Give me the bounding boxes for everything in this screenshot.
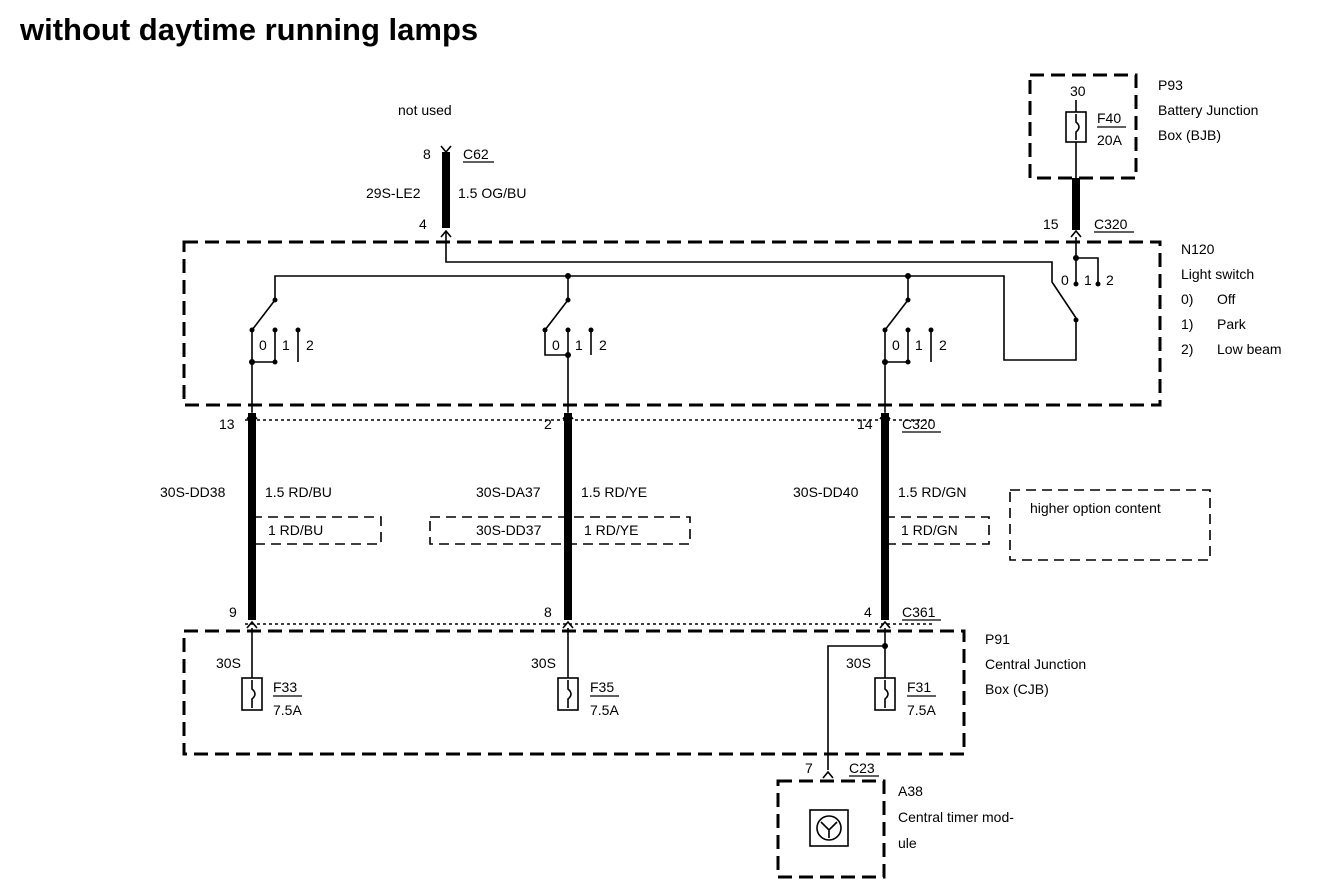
cjb-name-line1: Central Junction <box>985 656 1086 672</box>
switch-contact-1: 0 1 2 <box>249 297 314 412</box>
col2-alt-wire: 1 RD/YE <box>584 522 638 538</box>
c62-connector-label: C62 <box>463 146 489 162</box>
c361-pin-col3: 4 <box>864 604 872 620</box>
page-title: without daytime running lamps <box>19 12 478 47</box>
higher-option-box <box>1009 489 1211 561</box>
switch-2-pos-1: 1 <box>575 337 583 353</box>
switch-3-pos-1: 1 <box>915 337 923 353</box>
feed-switch-pos-2: 2 <box>1106 272 1114 288</box>
timer-module-id: A38 <box>898 783 923 799</box>
switch-pos-num-0: 0) <box>1181 291 1193 307</box>
bjb-name-line2: Box (BJB) <box>1158 127 1221 143</box>
switch-contact-3: 0 1 2 <box>882 297 947 412</box>
switch-1-pos-2: 2 <box>306 337 314 353</box>
central-junction-box: P91 Central Junction Box (CJB) 30S F33 7… <box>182 628 1086 770</box>
light-switch-name: Light switch <box>1181 266 1254 282</box>
col1-alt-wire: 1 RD/BU <box>268 522 323 538</box>
switch-3-pos-2: 2 <box>939 337 947 353</box>
col2-alt-box <box>429 516 691 545</box>
fuse-f40-label: F40 <box>1097 110 1121 126</box>
fuse-f35-label: F35 <box>590 679 614 695</box>
light-switch-outline <box>182 240 1162 407</box>
c320-switch-pin: 15 <box>1043 216 1059 232</box>
bjb-name-line1: Battery Junction <box>1158 102 1258 118</box>
cjb-id: P91 <box>985 631 1010 647</box>
higher-option-label: higher option content <box>1030 500 1161 516</box>
switch-contact-2: 0 1 2 <box>542 297 607 412</box>
timer-module-name-line1: Central timer mod- <box>898 809 1014 825</box>
bjb-outline <box>1028 73 1138 180</box>
fuse-f33-rating: 7.5A <box>273 702 302 718</box>
fuse-f35-rating: 7.5A <box>590 702 619 718</box>
fuse-f35-icon <box>557 677 579 711</box>
col1-circuit: 30S-DD38 <box>160 484 226 500</box>
switch-3-pos-0: 0 <box>892 337 900 353</box>
col1-wire: 1.5 RD/BU <box>265 484 332 500</box>
light-switch-id: N120 <box>1181 241 1215 257</box>
cjb-name-line2: Box (CJB) <box>985 681 1049 697</box>
c320-pin-col2: 2 <box>544 416 552 432</box>
c62-pin-top: 8 <box>423 146 431 162</box>
switch-pos-num-2: 2) <box>1181 341 1193 357</box>
fuse-f33-label: F33 <box>273 679 297 695</box>
switch-pos-label-0: Off <box>1217 291 1236 307</box>
col2-alt-circuit: 30S-DD37 <box>476 522 542 538</box>
c361-lower-connector: C361 <box>902 604 936 620</box>
c62-wire-label: 1.5 OG/BU <box>458 185 526 201</box>
c23-pin: 7 <box>805 760 813 776</box>
switch-pos-label-2: Low beam <box>1217 341 1282 357</box>
switch-pos-label-1: Park <box>1217 316 1247 332</box>
col2-wire: 1.5 RD/YE <box>581 484 647 500</box>
c320-upper-connector: C320 <box>902 416 936 432</box>
col2-circuit: 30S-DA37 <box>476 484 541 500</box>
c62-circuit-label: 29S-LE2 <box>366 185 421 201</box>
switch-2-pos-2: 2 <box>599 337 607 353</box>
fuse-f31-icon <box>874 677 896 711</box>
c62-pin-bottom: 4 <box>419 216 427 232</box>
light-switch: N120 Light switch 0) Off 1) Park 2) Low … <box>182 237 1282 412</box>
fuse-f31-rating: 7.5A <box>907 702 936 718</box>
fuse-f33-icon <box>241 677 263 711</box>
fuse-f31-label: F31 <box>907 679 931 695</box>
switch-1-pos-1: 1 <box>282 337 290 353</box>
c320-pin-col1: 13 <box>219 416 235 432</box>
col3-feed: 30S <box>846 655 871 671</box>
not-used-label: not used <box>398 102 452 118</box>
col3-alt-box <box>884 516 990 545</box>
switch-1-pos-0: 0 <box>259 337 267 353</box>
timer-module-outline <box>776 779 886 879</box>
bjb-pin-label: 30 <box>1070 83 1086 99</box>
col1-alt-box <box>251 516 382 545</box>
c361-pin-col2: 8 <box>544 604 552 620</box>
cjb-outline <box>182 629 966 756</box>
col3-circuit: 30S-DD40 <box>793 484 859 500</box>
feed-switch-pos-0: 0 <box>1061 272 1069 288</box>
fuse-f40-rating: 20A <box>1097 132 1123 148</box>
switch-2-pos-0: 0 <box>552 337 560 353</box>
c320-switch-connector: C320 <box>1094 216 1128 232</box>
timer-module-name-line2: ule <box>898 835 917 851</box>
c320-pin-col3: 14 <box>857 416 873 432</box>
feed-switch-pos-1: 1 <box>1084 272 1092 288</box>
battery-junction-box: 30 F40 20A P93 Battery Junction Box (BJB… <box>1028 73 1258 180</box>
connector-c62-group: not used 8 C62 29S-LE2 1.5 OG/BU 4 <box>366 102 1077 319</box>
col1-feed: 30S <box>216 655 241 671</box>
bjb-id: P93 <box>1158 77 1183 93</box>
switch-pos-num-1: 1) <box>1181 316 1193 332</box>
col2-feed: 30S <box>531 655 556 671</box>
c361-pin-col1: 9 <box>229 604 237 620</box>
c23-connector: C23 <box>849 760 875 776</box>
central-timer-module: 7 C23 A38 Central timer mod- ule <box>776 760 1014 879</box>
col3-alt-wire: 1 RD/GN <box>901 522 958 538</box>
col3-wire: 1.5 RD/GN <box>898 484 966 500</box>
c62-top-arrow <box>440 145 452 154</box>
